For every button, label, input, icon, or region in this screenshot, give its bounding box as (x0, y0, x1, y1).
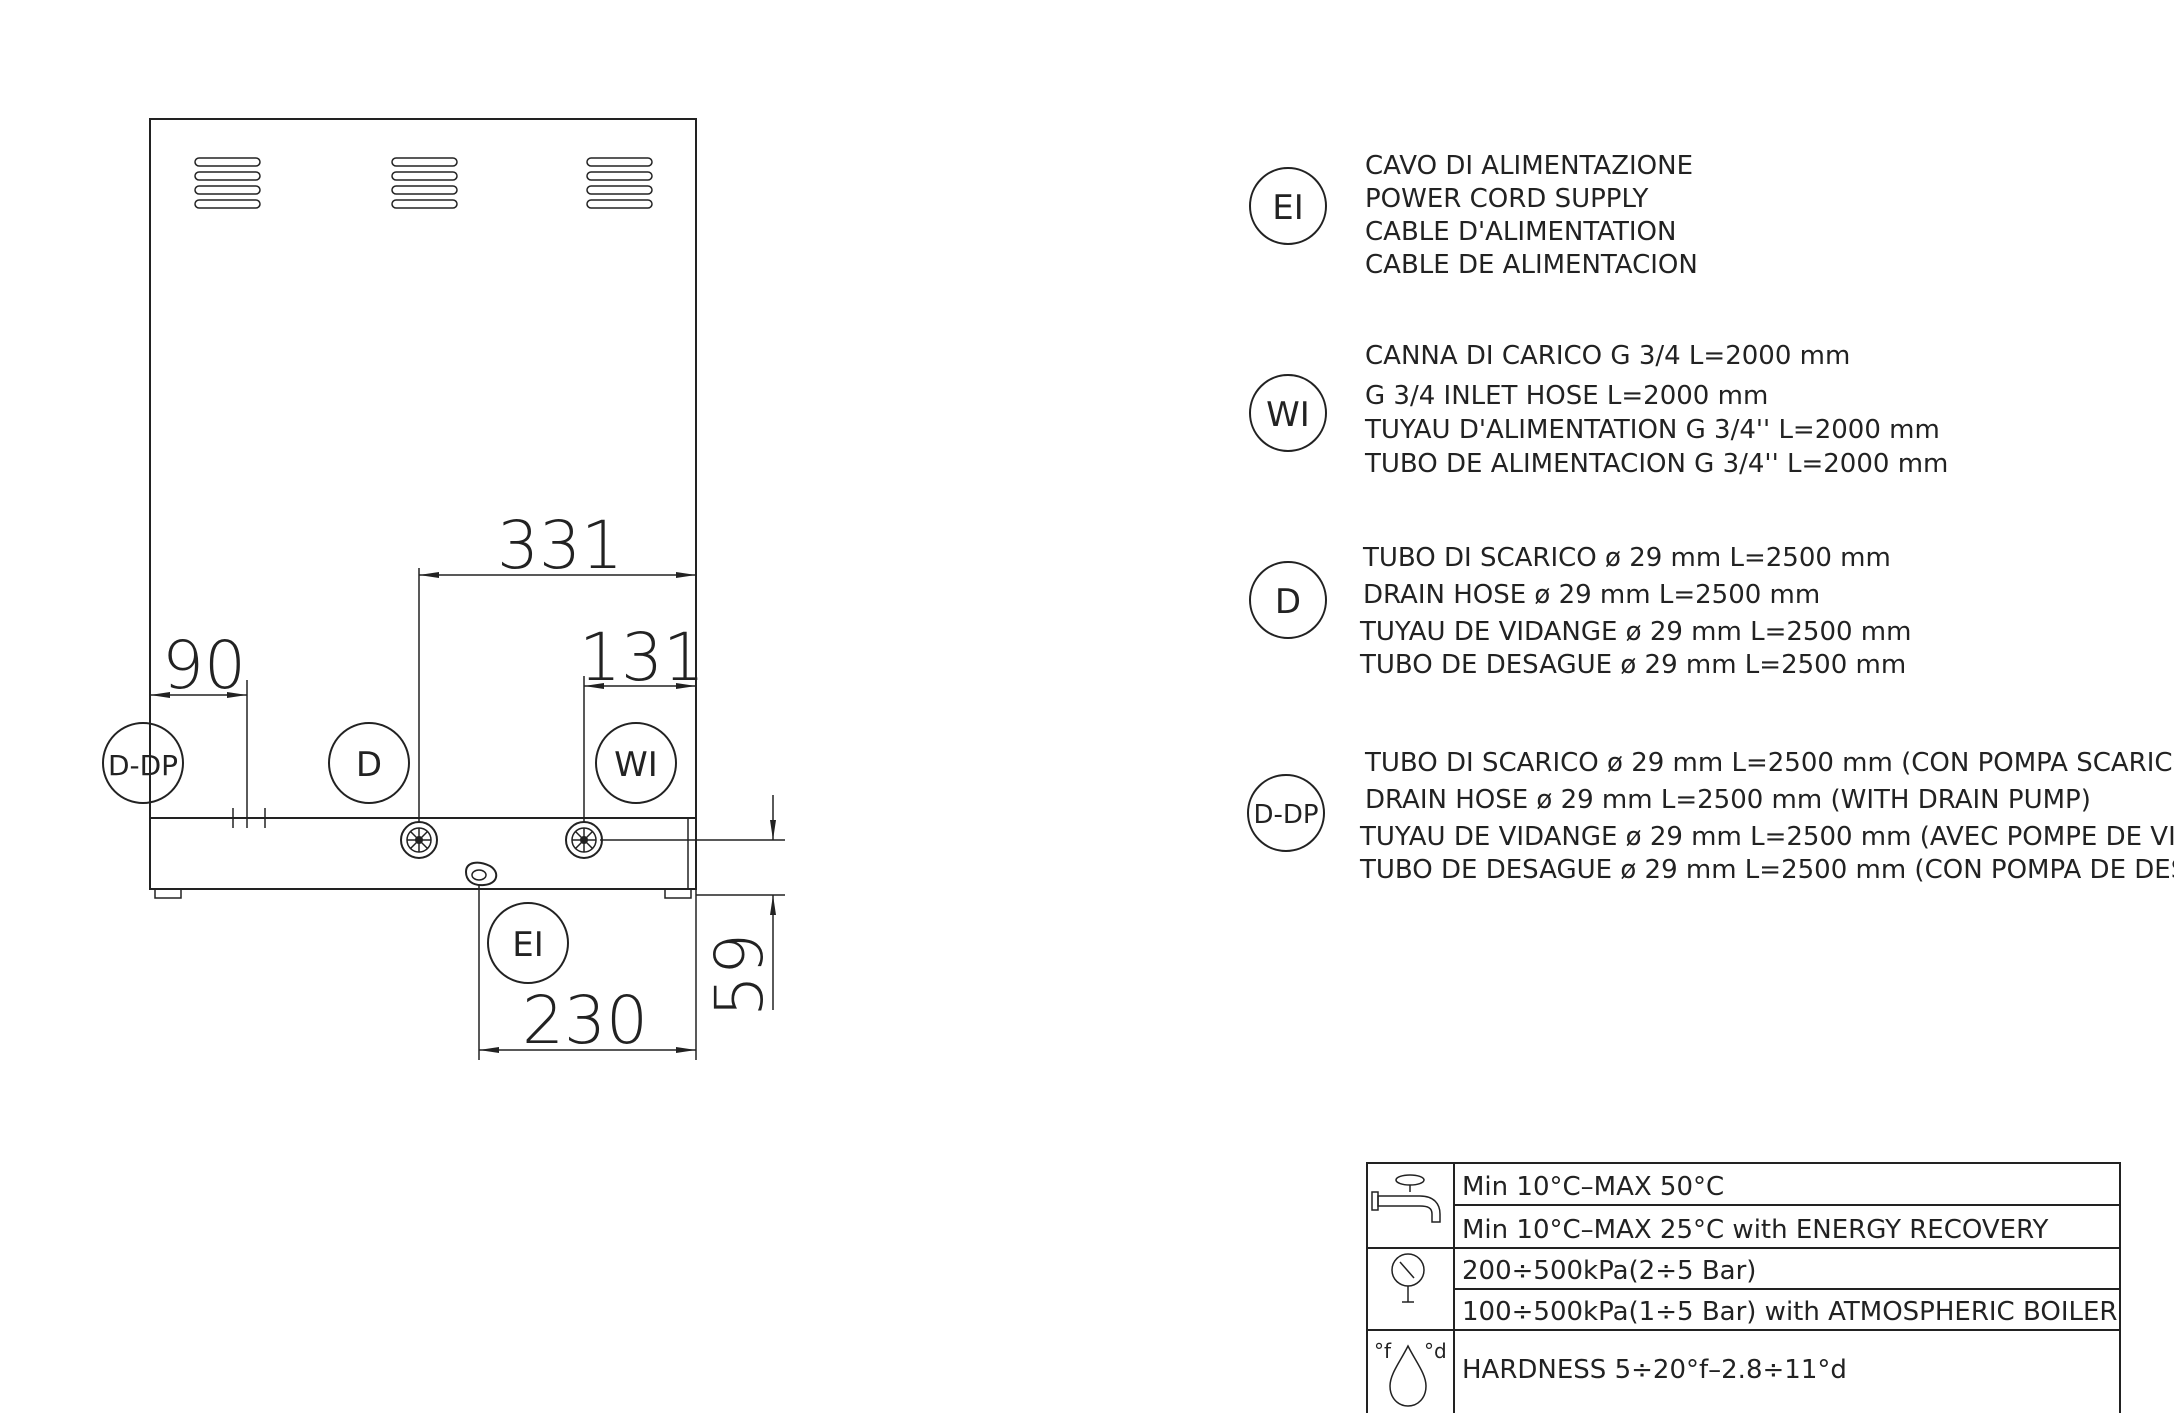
water-tap-icon (1371, 1174, 1441, 1223)
foot-right (664, 888, 692, 899)
svg-text:EI: EI (1272, 188, 1304, 228)
svg-text:TUBO DI SCARICO ø 29 mm L=2500: TUBO DI SCARICO ø 29 mm L=2500 mm (1362, 543, 1891, 573)
power-cord-outlet-icon (464, 861, 498, 887)
svg-text:TUBO DE DESAGUE ø 29 mm L=2500: TUBO DE DESAGUE ø 29 mm L=2500 mm (1359, 650, 1906, 680)
dimension-59: 59 (701, 933, 778, 1017)
machine-body (149, 118, 697, 890)
svg-text:TUBO DI SCARICO ø 29 mm L=2500: TUBO DI SCARICO ø 29 mm L=2500 mm (CON P… (1364, 748, 2174, 778)
legend-badge-ddp (1247, 774, 1325, 852)
svg-text:TUBO DE ALIMENTACION G 3/4'' L: TUBO DE ALIMENTACION G 3/4'' L=2000 mm (1364, 449, 1948, 479)
spec-table: °f °d Min 10°C–MAX 50°C Min 10°C–MAX 25°… (1366, 1162, 2121, 1413)
svg-text:D-DP: D-DP (1253, 800, 1318, 830)
temperature-energy-recovery: Min 10°C–MAX 25°C with ENERGY RECOVERY (1462, 1215, 2049, 1245)
svg-text:D: D (356, 745, 382, 785)
svg-text:TUYAU D'ALIMENTATION G 3/4'' L: TUYAU D'ALIMENTATION G 3/4'' L=2000 mm (1364, 415, 1940, 445)
pressure-range: 200÷500kPa(2÷5 Bar) (1462, 1256, 1756, 1286)
legend-item-ei: EI CAVO DI ALIMENTAZIONE POWER CORD SUPP… (1249, 151, 1698, 280)
svg-text:D-DP: D-DP (108, 749, 178, 782)
hardness-unit-d: °d (1424, 1339, 1447, 1363)
svg-text:TUBO DE DESAGUE ø 29 mm L=2500: TUBO DE DESAGUE ø 29 mm L=2500 mm (CON P… (1359, 855, 2174, 885)
vent-right (586, 157, 653, 209)
svg-text:CAVO DI ALIMENTAZIONE: CAVO DI ALIMENTAZIONE (1365, 151, 1693, 181)
dimension-331: 331 (497, 507, 623, 584)
water-drop-icon (1389, 1344, 1427, 1407)
dimension-90: 90 (162, 627, 246, 704)
callout-wi: WI (595, 722, 677, 804)
dimension-lines (150, 560, 785, 1060)
svg-text:DRAIN HOSE ø 29 mm L=2500 mm (: DRAIN HOSE ø 29 mm L=2500 mm (WITH DRAIN… (1365, 785, 2091, 815)
legend-item-ddp: D-DP TUBO DI SCARICO ø 29 mm L=2500 mm (… (1247, 748, 2174, 885)
svg-text:CABLE DE ALIMENTACION: CABLE DE ALIMENTACION (1365, 250, 1698, 280)
svg-text:WI: WI (1266, 395, 1310, 435)
svg-text:D: D (1275, 582, 1301, 622)
vent-left (194, 157, 261, 209)
foot-left (154, 888, 182, 899)
drain-connector-icon (400, 821, 438, 859)
legend-badge-ei (1249, 167, 1327, 245)
dimension-230: 230 (522, 982, 648, 1059)
svg-text:TUYAU DE VIDANGE ø 29 mm L=250: TUYAU DE VIDANGE ø 29 mm L=2500 mm (1359, 617, 1911, 647)
svg-text:CANNA DI CARICO G 3/4 L=2000 m: CANNA DI CARICO G 3/4 L=2000 mm (1365, 341, 1850, 371)
machine-rear-view (149, 118, 697, 899)
callout-d: D (328, 722, 410, 804)
svg-text:TUYAU DE VIDANGE ø 29 mm L=250: TUYAU DE VIDANGE ø 29 mm L=2500 mm (AVEC… (1359, 822, 2174, 852)
hardness-range: HARDNESS 5÷20°f–2.8÷11°d (1462, 1355, 1847, 1385)
legend-badge-d (1249, 561, 1327, 639)
svg-text:POWER CORD SUPPLY: POWER CORD SUPPLY (1365, 184, 1649, 214)
callout-ei: EI (487, 902, 569, 984)
legend-badge-wi (1249, 374, 1327, 452)
dimension-131: 131 (579, 619, 705, 696)
svg-text:DRAIN HOSE ø 29 mm L=2500 mm: DRAIN HOSE ø 29 mm L=2500 mm (1363, 580, 1820, 610)
hardness-unit-f: °f (1374, 1339, 1392, 1363)
temperature-max: Min 10°C–MAX 50°C (1462, 1172, 1724, 1202)
pressure-gauge-icon (1391, 1253, 1425, 1303)
svg-text:WI: WI (614, 745, 658, 785)
pressure-atmospheric-boiler: 100÷500kPa(1÷5 Bar) with ATMOSPHERIC BOI… (1462, 1297, 2117, 1327)
legend-item-wi: WI CANNA DI CARICO G 3/4 L=2000 mm G 3/4… (1249, 341, 1948, 479)
svg-text:CABLE D'ALIMENTATION: CABLE D'ALIMENTATION (1365, 217, 1676, 247)
water-inlet-connector-icon (565, 821, 603, 859)
callout-ddp: D-DP (102, 722, 184, 804)
svg-text:G 3/4 INLET HOSE L=2000 mm: G 3/4 INLET HOSE L=2000 mm (1365, 381, 1768, 411)
legend-item-d: D TUBO DI SCARICO ø 29 mm L=2500 mm DRAI… (1249, 543, 1911, 680)
vent-center (391, 157, 458, 209)
svg-text:EI: EI (512, 925, 544, 965)
